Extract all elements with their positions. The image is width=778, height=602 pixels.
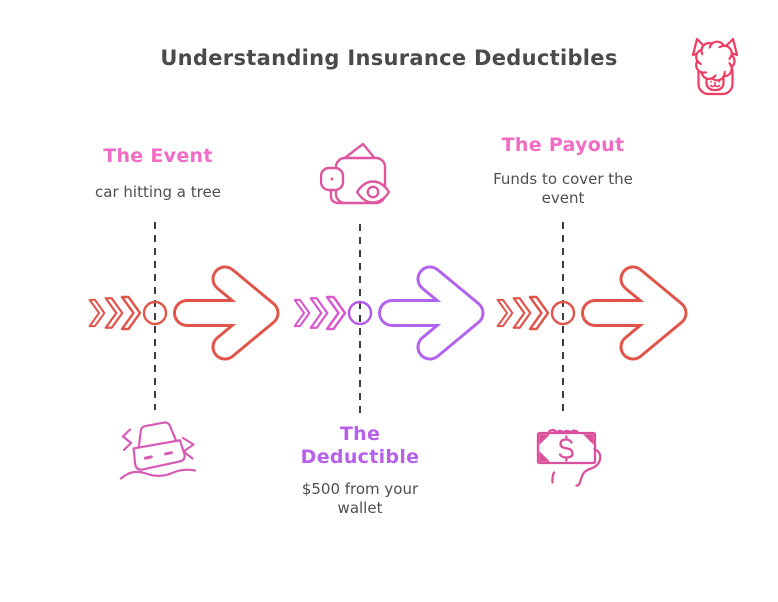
- wallet-eye-icon: [320, 142, 391, 205]
- step-heading-event: The Event: [103, 145, 213, 167]
- step-description-deductible: $500 from your wallet: [301, 480, 419, 517]
- flow-arrow-payout: [496, 265, 688, 361]
- timeline-dashed-line: [359, 224, 361, 414]
- page-title: Understanding Insurance Deductibles: [160, 46, 618, 70]
- timeline-dashed-line: [562, 222, 564, 414]
- flow-arrow-event: [88, 265, 280, 361]
- crashed-car-icon: [119, 421, 197, 480]
- alpaca-icon: [691, 37, 739, 96]
- step-description-payout: Funds to cover the event: [493, 170, 633, 207]
- money-in-hand-icon: [536, 428, 602, 487]
- flow-arrow-deductible: [293, 265, 485, 361]
- timeline-dashed-line: [154, 222, 156, 410]
- step-heading-deductible: The Deductible: [300, 423, 420, 468]
- step-heading-payout: The Payout: [501, 134, 625, 156]
- step-description-event: car hitting a tree: [95, 183, 221, 201]
